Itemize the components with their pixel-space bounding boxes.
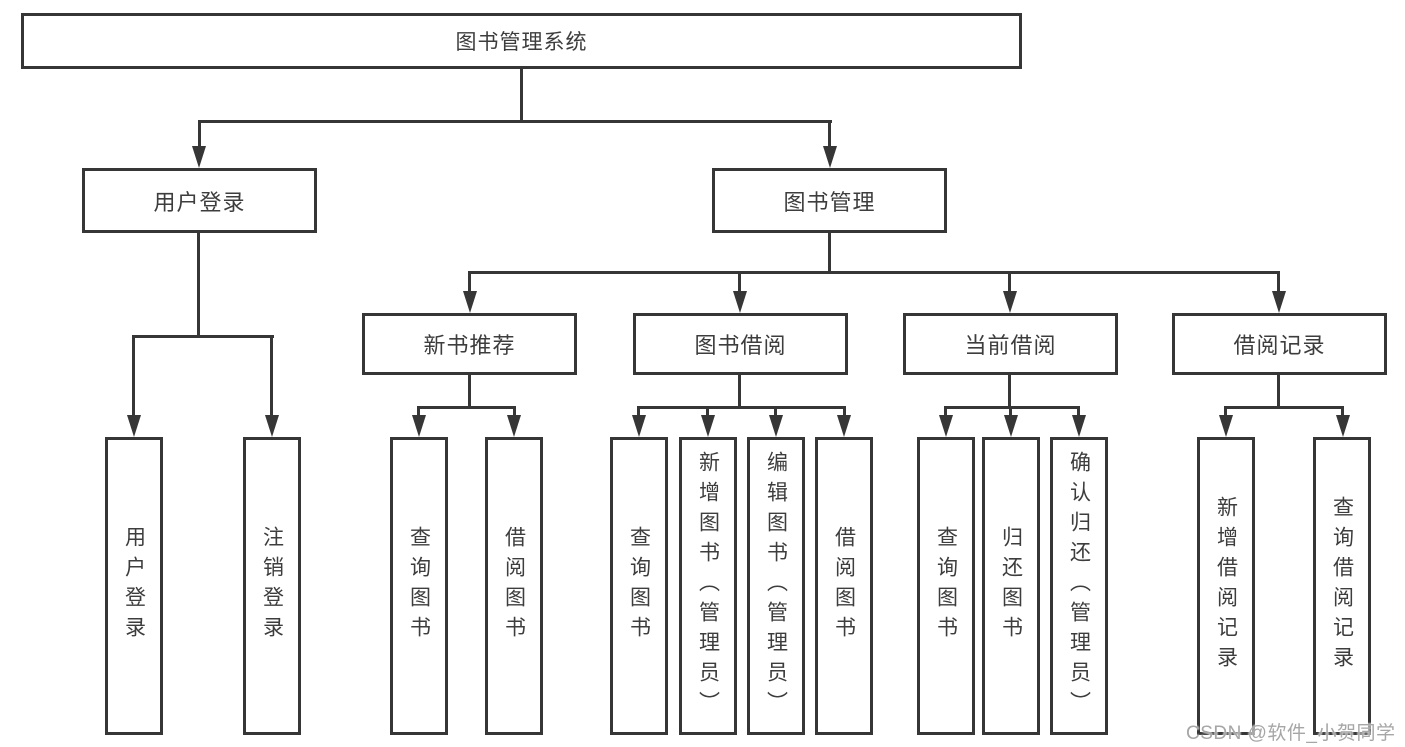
arrow-down-icon xyxy=(837,415,851,437)
leaf-label: 新增借阅记录 xyxy=(1214,496,1238,676)
leaf-edit-books-admin: 编辑图书（管理员） xyxy=(747,437,805,735)
leaf-label: 查询图书 xyxy=(407,526,431,646)
leaf-query-borrow-record: 查询借阅记录 xyxy=(1313,437,1371,735)
leaf-logout: 注销登录 xyxy=(243,437,301,735)
connector-vline xyxy=(198,120,201,150)
connector-hline xyxy=(1224,406,1344,409)
node-user-login: 用户登录 xyxy=(82,168,317,233)
node-new-book-recommend: 新书推荐 xyxy=(362,313,577,375)
node-book-management: 图书管理 xyxy=(712,168,947,233)
connector-hline xyxy=(637,406,846,409)
arrow-down-icon xyxy=(733,291,747,313)
arrow-down-icon xyxy=(1003,291,1017,313)
connector-vline xyxy=(738,271,741,295)
arrow-down-icon xyxy=(1004,415,1018,437)
leaf-query-books-current: 查询图书 xyxy=(917,437,975,735)
leaf-label: 借阅图书 xyxy=(502,526,526,646)
arrow-down-icon xyxy=(1336,415,1350,437)
node-current-borrowing: 当前借阅 xyxy=(903,313,1118,375)
connector-vline xyxy=(468,271,471,295)
leaf-borrow-books-borrowing: 借阅图书 xyxy=(815,437,873,735)
connector-vline xyxy=(1277,271,1280,295)
arrow-down-icon xyxy=(939,415,953,437)
leaf-return-books: 归还图书 xyxy=(982,437,1040,735)
leaf-label: 注销登录 xyxy=(260,526,284,646)
leaf-user-login: 用户登录 xyxy=(105,437,163,735)
node-borrowing-records: 借阅记录 xyxy=(1172,313,1387,375)
arrow-down-icon xyxy=(507,415,521,437)
arrow-down-icon xyxy=(265,415,279,437)
connector-vline xyxy=(132,335,135,419)
leaf-label: 查询借阅记录 xyxy=(1330,496,1354,676)
connector-vline xyxy=(738,375,741,406)
connector-vline xyxy=(1077,406,1080,419)
leaf-label: 新增图书（管理员） xyxy=(696,451,720,721)
arrow-down-icon xyxy=(463,291,477,313)
arrow-down-icon xyxy=(1219,415,1233,437)
connector-vline xyxy=(828,233,831,271)
connector-vline xyxy=(944,406,947,419)
arrow-down-icon xyxy=(701,415,715,437)
leaf-label: 查询图书 xyxy=(627,526,651,646)
connector-vline xyxy=(828,120,831,150)
connector-vline xyxy=(637,406,640,419)
leaf-add-borrow-record: 新增借阅记录 xyxy=(1197,437,1255,735)
connector-vline xyxy=(1224,406,1227,419)
arrow-down-icon xyxy=(823,146,837,168)
connector-vline xyxy=(1008,271,1011,295)
connector-vline xyxy=(197,233,200,335)
leaf-label: 归还图书 xyxy=(999,526,1023,646)
node-library-management-system: 图书管理系统 xyxy=(21,13,1022,69)
leaf-label: 借阅图书 xyxy=(832,526,856,646)
connector-vline xyxy=(520,69,523,120)
connector-vline xyxy=(706,406,709,419)
connector-vline xyxy=(417,406,420,419)
arrow-down-icon xyxy=(192,146,206,168)
arrow-down-icon xyxy=(1272,291,1286,313)
connector-hline xyxy=(132,335,274,338)
connector-vline xyxy=(843,406,846,419)
arrow-down-icon xyxy=(412,415,426,437)
connector-vline xyxy=(774,406,777,419)
node-book-borrowing: 图书借阅 xyxy=(633,313,848,375)
arrow-down-icon xyxy=(1072,415,1086,437)
connector-hline xyxy=(944,406,1080,409)
leaf-borrow-books-recommend: 借阅图书 xyxy=(485,437,543,735)
leaf-label: 用户登录 xyxy=(122,526,146,646)
connector-hline xyxy=(417,406,516,409)
leaf-add-books-admin: 新增图书（管理员） xyxy=(679,437,737,735)
leaf-label: 查询图书 xyxy=(934,526,958,646)
connector-vline xyxy=(270,335,273,419)
leaf-query-books-recommend: 查询图书 xyxy=(390,437,448,735)
arrow-down-icon xyxy=(127,415,141,437)
connector-vline xyxy=(468,375,471,406)
connector-vline xyxy=(1009,406,1012,419)
leaf-query-books-borrowing: 查询图书 xyxy=(610,437,668,735)
arrow-down-icon xyxy=(632,415,646,437)
leaf-label: 编辑图书（管理员） xyxy=(764,451,788,721)
leaf-label: 确认归还（管理员） xyxy=(1067,451,1091,721)
csdn-watermark: CSDN @软件_小贺同学 xyxy=(1186,723,1396,744)
arrow-down-icon xyxy=(769,415,783,437)
leaf-confirm-return-admin: 确认归还（管理员） xyxy=(1050,437,1108,735)
connector-vline xyxy=(1277,375,1280,406)
connector-hline xyxy=(468,271,1280,274)
connector-hline xyxy=(198,120,832,123)
connector-vline xyxy=(1341,406,1344,419)
connector-vline xyxy=(513,406,516,419)
connector-vline xyxy=(1008,375,1011,406)
